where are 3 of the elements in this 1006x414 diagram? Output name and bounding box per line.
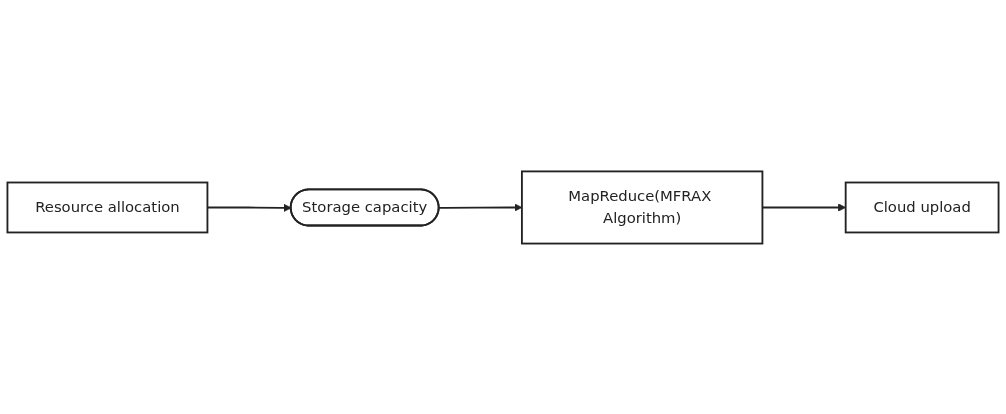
node-box: Cloud upload xyxy=(844,181,1000,233)
node-box: MapReduce(MFRAX Algorithm) xyxy=(521,170,764,244)
node-box: Resource allocation xyxy=(6,181,209,233)
